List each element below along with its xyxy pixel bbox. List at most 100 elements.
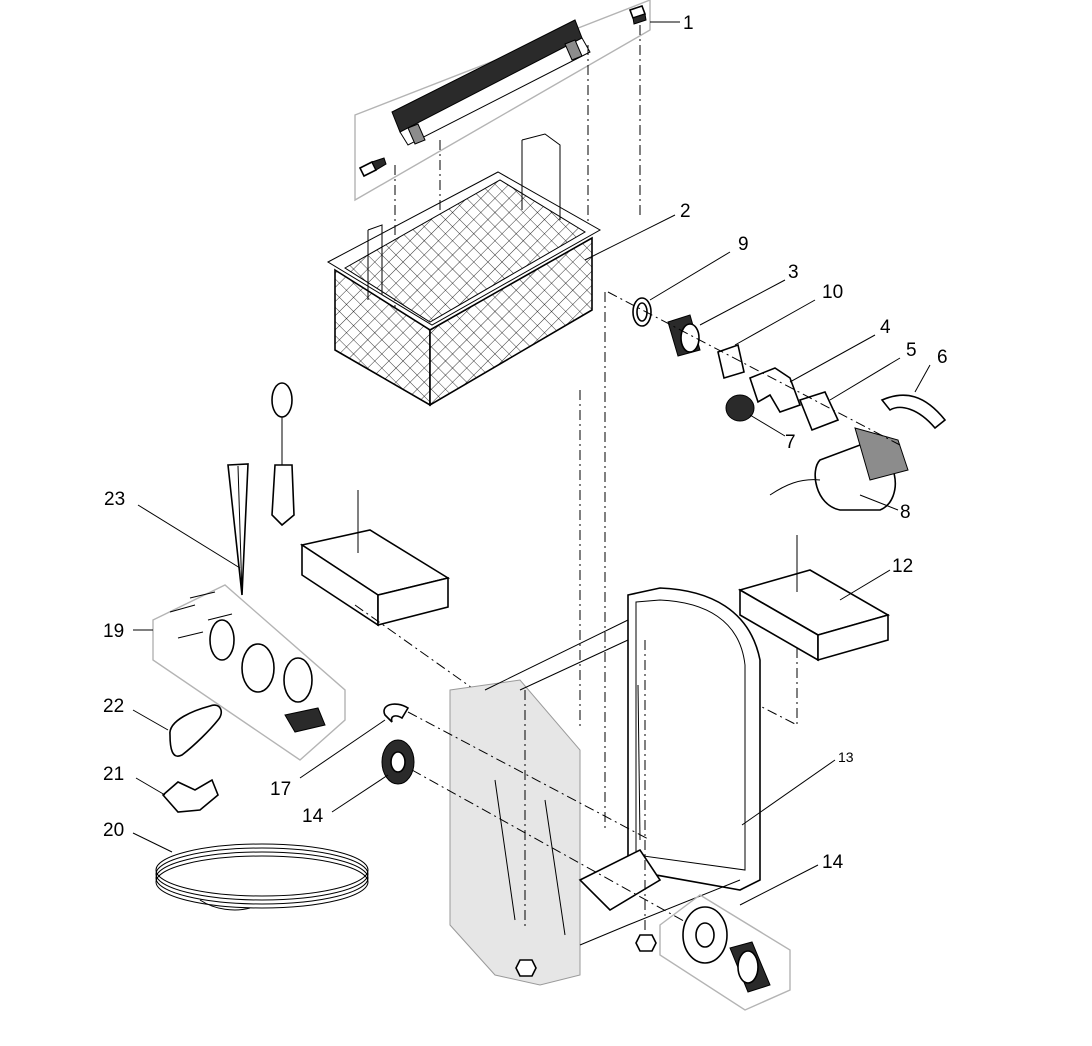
assembly-line-outlet-b: [411, 769, 701, 931]
kit-bracket-a: [209, 619, 235, 661]
foam-block-right: [737, 535, 891, 726]
seal-ring-17: [383, 703, 410, 723]
wall-plug: [271, 464, 295, 527]
leader-14-upper: [331, 774, 389, 813]
leader-4: [789, 334, 876, 383]
hose-fittings: [607, 251, 947, 511]
callout-7: 7: [785, 432, 796, 453]
callout-5: 5: [906, 340, 917, 361]
base-nuts: [515, 934, 657, 977]
bracket-kit: [133, 584, 346, 761]
housing-top-edge: [484, 619, 629, 691]
kit-screws: [169, 591, 233, 639]
housing-front-panel: [449, 679, 581, 986]
callout-4: 4: [880, 317, 891, 338]
callout-22: 22: [103, 696, 124, 717]
hinge-pin-left: [407, 123, 426, 145]
leader-9: [649, 251, 731, 301]
callout-8: 8: [900, 502, 911, 523]
foam-left-side: [377, 576, 449, 627]
saddle: [161, 778, 219, 813]
callout-2: 2: [680, 201, 691, 222]
callout-23: 23: [104, 489, 125, 510]
ground-stake-fold: [237, 465, 243, 596]
filter-housing: [449, 292, 836, 986]
housing-back-frame: [627, 587, 761, 891]
hose-coil-2: [155, 847, 369, 901]
foam-block-left: [299, 490, 476, 691]
locking-nut: [717, 343, 745, 380]
threaded-outlet-face: [737, 950, 759, 984]
leader-20: [132, 832, 173, 853]
hose-coil-1: [155, 843, 369, 897]
leader-2: [584, 214, 676, 261]
kit-clamp: [284, 707, 326, 733]
cover-lid-edge: [399, 37, 591, 146]
eye-bolt-ring: [271, 382, 293, 418]
leader-14-lower: [739, 864, 819, 906]
gasket-hole: [695, 922, 715, 948]
leader-23: [137, 504, 241, 569]
saddle-clip: [135, 777, 219, 813]
leader-13: [741, 759, 836, 826]
callout-3: 3: [788, 262, 799, 283]
leader-17: [299, 719, 386, 779]
callout-12: 12: [892, 556, 913, 577]
nut-right: [635, 934, 657, 952]
basket-rim: [326, 171, 602, 326]
hose-clip: [880, 394, 947, 430]
leader-10: [734, 299, 816, 346]
hinge-pin-right: [564, 39, 583, 61]
cover-lid: [391, 19, 583, 133]
leader-22: [132, 709, 169, 731]
housing-floor-bar: [637, 684, 641, 841]
callout-6: 6: [937, 347, 948, 368]
leader-7: [749, 414, 786, 437]
cap-nut: [725, 394, 755, 422]
callout-13: 13: [838, 749, 854, 765]
basket-side-mesh: [429, 236, 593, 407]
outlet-fittings-upper: [299, 703, 701, 931]
filter-basket: [326, 133, 676, 407]
screw-top: [628, 4, 647, 25]
assembly-line-foam-left: [354, 604, 476, 691]
basket-handle-left: [367, 224, 383, 300]
assembly-line-outlet-a: [407, 711, 651, 841]
screw-left: [358, 157, 387, 178]
hose-adapter: [798, 391, 840, 432]
leader-12: [839, 569, 891, 601]
leader-3: [699, 279, 786, 326]
kit-bracket-c: [283, 657, 313, 703]
leader-8: [859, 494, 899, 511]
callout-14-upper: 14: [302, 806, 324, 827]
housing-bottom-bracket: [578, 848, 662, 912]
housing-front-slot: [494, 779, 566, 936]
leader-6: [914, 364, 931, 393]
callout-14-lower: 14: [822, 852, 844, 873]
flange-14-hole: [390, 751, 406, 773]
t-piece: [749, 367, 802, 413]
threaded-connector-face: [680, 323, 700, 353]
hose-coil-3: [155, 851, 369, 905]
hose-end: [199, 899, 251, 911]
carabiner: [169, 704, 222, 757]
group-outline-1: [354, 0, 651, 202]
ground-stake-assembly: [137, 382, 295, 596]
assembly-line-pump: [607, 291, 901, 446]
group-outline-14: [659, 894, 791, 1011]
carabiner-clip: [132, 704, 222, 757]
pump-cable: [769, 479, 821, 496]
pump-head: [854, 427, 909, 481]
leader-5: [829, 357, 901, 401]
kit-bracket-b: [241, 643, 275, 693]
hose-coil-4: [155, 855, 369, 909]
callout-1: 1: [683, 13, 694, 34]
callout-19: 19: [103, 621, 124, 642]
callout-10: 10: [822, 282, 843, 303]
coiled-hose: [132, 832, 369, 911]
callout-21: 21: [103, 764, 124, 785]
outlet-fittings-lower: [659, 864, 819, 1011]
pump: [769, 427, 909, 511]
assembly-line-foam-right: [759, 648, 798, 726]
